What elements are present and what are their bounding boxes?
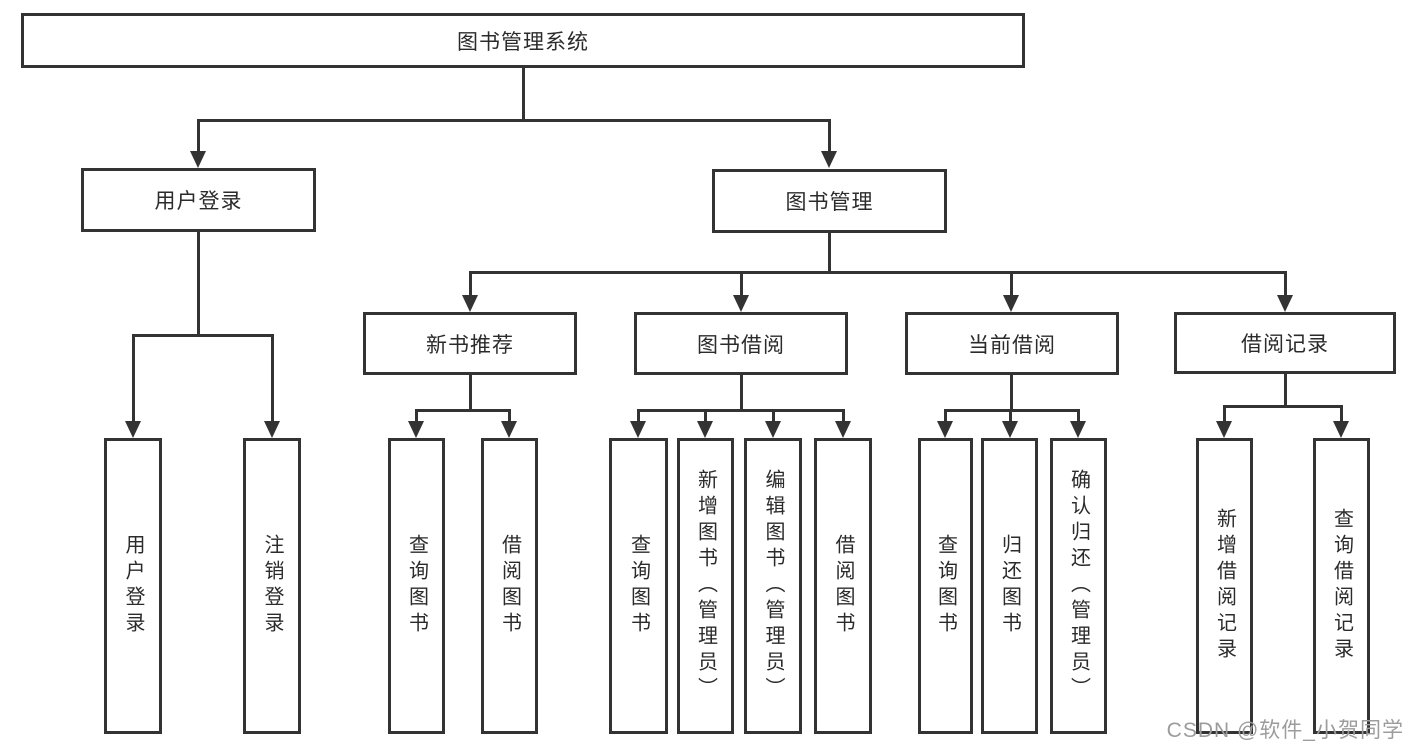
connector-level3-split xyxy=(469,271,1286,274)
arrow-down-icon xyxy=(1216,421,1232,438)
connector-arrow-shaft xyxy=(1284,271,1287,297)
connector-arrow-shaft xyxy=(132,334,135,423)
connector-arrow-shaft xyxy=(772,409,775,423)
connector-arrow-shaft xyxy=(508,409,511,423)
connector-group-split xyxy=(1223,405,1343,408)
node-library-management-system: 图书管理系统 xyxy=(21,13,1025,68)
connector-user-login-drop xyxy=(197,232,200,336)
connector-group-split xyxy=(132,334,274,337)
arrow-down-icon xyxy=(765,421,781,438)
connector-book-mgmt-drop xyxy=(828,233,831,274)
leaf-query-book-borrow: 查询图书 xyxy=(609,438,668,734)
connector-arrow-shaft xyxy=(1010,271,1013,297)
node-borrowing-records: 借阅记录 xyxy=(1174,312,1396,374)
leaf-edit-book-admin: 编辑图书（管理员） xyxy=(744,438,802,734)
node-user-login: 用户登录 xyxy=(81,168,316,232)
connector-group-split xyxy=(415,409,511,412)
arrow-down-icon xyxy=(1070,421,1086,438)
connector-arrow-shaft xyxy=(469,271,472,297)
arrow-down-icon xyxy=(125,421,141,438)
leaf-confirm-return-admin: 确认归还（管理员） xyxy=(1050,438,1107,734)
connector-new-book-drop xyxy=(469,375,472,411)
connector-borrow-record-drop xyxy=(1284,374,1287,407)
connector-group-split xyxy=(944,409,1080,412)
leaf-user-login: 用户登录 xyxy=(104,438,162,734)
leaf-add-book-admin: 新增图书（管理员） xyxy=(677,438,734,734)
connector-current-borrow-drop xyxy=(1010,375,1013,411)
arrow-down-icon xyxy=(1003,295,1019,312)
connector-arrow-shaft xyxy=(1077,409,1080,423)
arrow-down-icon xyxy=(264,421,280,438)
leaf-return-book: 归还图书 xyxy=(981,438,1038,734)
arrow-down-icon xyxy=(408,421,424,438)
connector-arrow-shaft xyxy=(704,409,707,423)
arrow-down-icon xyxy=(697,421,713,438)
watermark: CSDN @软件_小贺同学 xyxy=(1166,719,1404,742)
connector-level2-split xyxy=(197,119,831,122)
arrow-down-icon xyxy=(733,295,749,312)
arrow-down-icon xyxy=(462,295,478,312)
connector-arrow-shaft xyxy=(944,409,947,423)
connector-book-borrow-drop xyxy=(740,375,743,411)
node-current-borrowing: 当前借阅 xyxy=(905,312,1119,375)
connector-arrow-shaft xyxy=(637,409,640,423)
leaf-query-borrow-record: 查询借阅记录 xyxy=(1313,438,1370,734)
node-book-borrowing: 图书借阅 xyxy=(634,312,848,375)
leaf-query-book-new: 查询图书 xyxy=(388,438,445,734)
arrow-down-icon xyxy=(1333,421,1349,438)
connector-arrow-shaft xyxy=(740,271,743,297)
connector-arrow-shaft xyxy=(197,119,200,153)
connector-group-split xyxy=(637,409,845,412)
arrow-down-icon xyxy=(501,421,517,438)
connector-arrow-shaft xyxy=(1340,405,1343,423)
arrow-down-icon xyxy=(1002,421,1018,438)
connector-root-drop xyxy=(522,68,525,121)
arrow-down-icon xyxy=(1277,295,1293,312)
connector-arrow-shaft xyxy=(842,409,845,423)
arrow-down-icon xyxy=(937,421,953,438)
leaf-borrow-book: 借阅图书 xyxy=(814,438,872,734)
node-book-management: 图书管理 xyxy=(712,169,947,233)
connector-arrow-shaft xyxy=(271,334,274,423)
leaf-add-borrow-record: 新增借阅记录 xyxy=(1196,438,1253,734)
connector-arrow-shaft xyxy=(415,409,418,423)
connector-arrow-shaft xyxy=(828,119,831,153)
connector-arrow-shaft xyxy=(1223,405,1226,423)
arrow-down-icon xyxy=(835,421,851,438)
arrow-down-icon xyxy=(821,151,837,168)
arrow-down-icon xyxy=(190,151,206,168)
connector-arrow-shaft xyxy=(1009,409,1012,423)
node-new-book-recommend: 新书推荐 xyxy=(363,312,577,375)
leaf-query-book-current: 查询图书 xyxy=(918,438,973,734)
leaf-borrow-book-new: 借阅图书 xyxy=(481,438,538,734)
leaf-logout: 注销登录 xyxy=(243,438,301,734)
arrow-down-icon xyxy=(630,421,646,438)
